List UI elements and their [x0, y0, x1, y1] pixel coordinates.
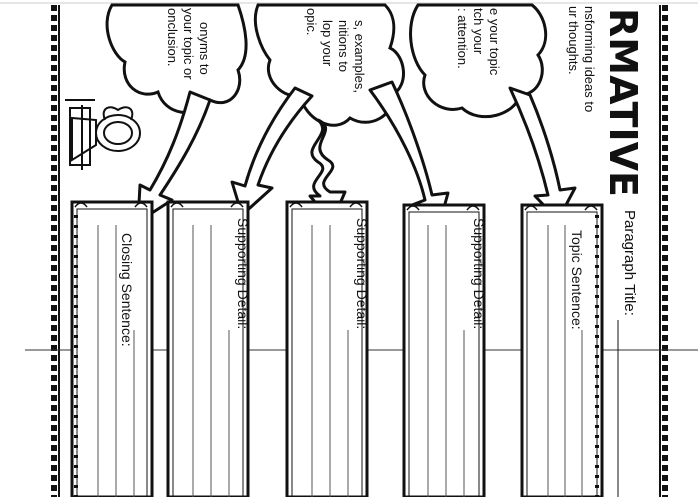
- right-scallop-border: [659, 5, 668, 497]
- topic-sentence-label: Topic Sentence:: [569, 230, 585, 330]
- cloud-2-line-4: opic.: [304, 8, 319, 35]
- closing-sentence-label: Closing Sentence:: [119, 233, 135, 347]
- arrow-to-closing-sentence: [136, 90, 212, 224]
- cloud-3-line-3: onclusion.: [165, 8, 180, 67]
- cloud-2-line-3: lop your: [320, 20, 335, 67]
- student-figure-illustration: [65, 99, 141, 170]
- worksheet-title: RMATIVE: [601, 8, 645, 197]
- box-supporting-detail-1: [166, 200, 250, 499]
- arrow-to-topic-sentence: [508, 86, 577, 222]
- cloud-2-line-1: s, examples,: [352, 20, 367, 93]
- title-tagline: nsforming ideas to: [582, 6, 597, 112]
- box-closing-sentence: [70, 200, 154, 499]
- cloud-1-line-2: tch your: [471, 8, 486, 55]
- title-tagline-2: ur thoughts.: [566, 6, 581, 75]
- cloud-2-line-2: nitions to: [336, 20, 351, 72]
- supporting-detail-label-2: Supporting Detail:: [354, 218, 370, 329]
- supporting-detail-label-1: Supporting Detail:: [235, 218, 251, 329]
- supporting-detail-label-3: Supporting Detail:: [471, 218, 487, 329]
- cloud-1-line-1: e your topic: [487, 8, 502, 76]
- arrow-to-detail-1: [230, 86, 314, 217]
- decorative-curls: [74, 202, 598, 211]
- box-supporting-detail-2: [285, 200, 369, 499]
- arrows: [136, 80, 577, 224]
- cloud-1-line-3: : attention.: [455, 8, 470, 69]
- paragraph-title-label: Paragraph Title:: [621, 210, 638, 316]
- left-scallop-border: [51, 5, 60, 497]
- cloud-3-line-2: your topic or: [181, 8, 196, 80]
- box-topic-sentence: [520, 203, 604, 499]
- cloud-3-line-1: onyms to: [197, 22, 212, 75]
